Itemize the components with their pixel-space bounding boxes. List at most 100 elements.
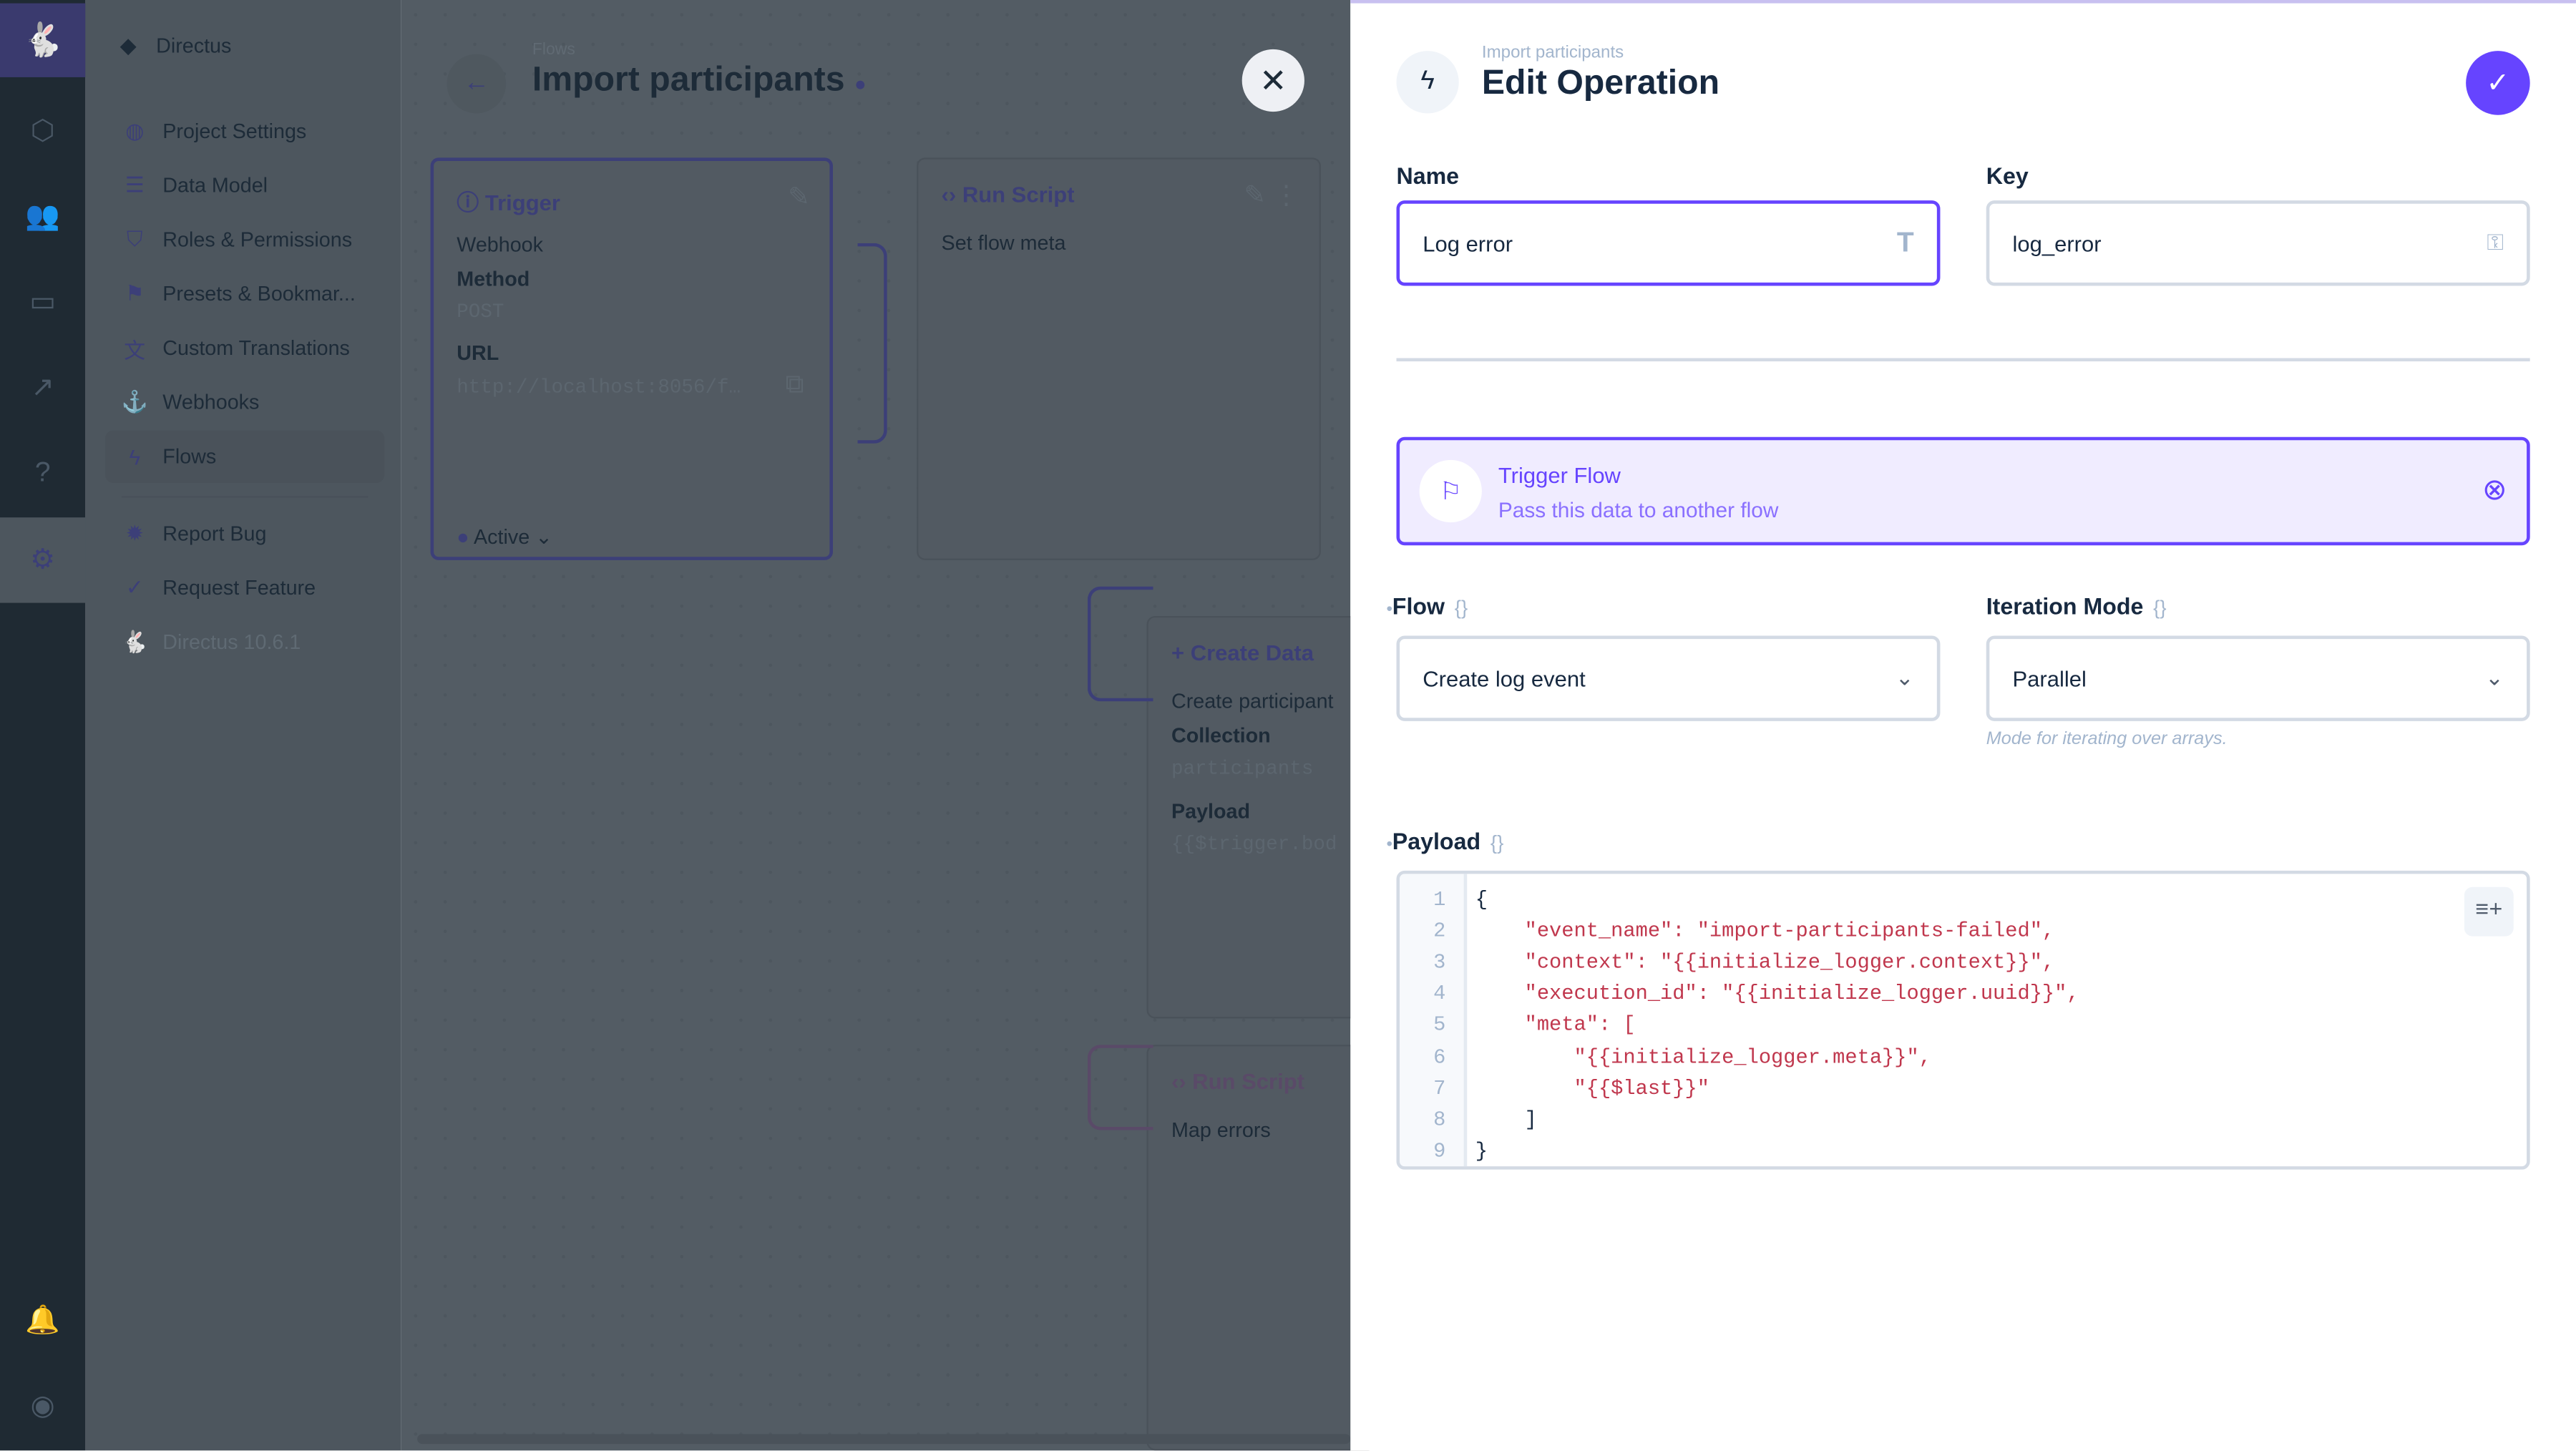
notifications-bell-icon[interactable]: 🔔: [25, 1304, 60, 1336]
page-title: Import participants ●: [532, 61, 867, 100]
url-value: http://localhost:8056/f…: [457, 376, 741, 399]
directus-logo-icon[interactable]: 🐇: [0, 3, 86, 77]
payload-label: •Payload{}: [1386, 828, 1504, 854]
close-button[interactable]: ✕: [1241, 49, 1304, 112]
code-line: 2 "event_name": "import-participants-fai…: [1400, 915, 2527, 947]
iteration-mode-select[interactable]: Parallel⌄: [1986, 635, 2530, 721]
payload-code-editor[interactable]: 1{2 "event_name": "import-participants-f…: [1396, 870, 2530, 1170]
line-number: 6: [1433, 1045, 1446, 1069]
directus-logo-icon: 🐇: [121, 629, 149, 654]
code-text: ]: [1475, 1108, 1537, 1132]
raw-value-icon[interactable]: {}: [1490, 831, 1504, 854]
drawer-title: Edit Operation: [1481, 64, 1720, 102]
iteration-label-text: Iteration Mode: [1986, 592, 2144, 620]
payload-label-text: Payload: [1392, 828, 1481, 854]
trigger-title-text: Trigger: [484, 190, 560, 215]
nav-item-roles-permissions[interactable]: ⛉ Roles & Permissions: [122, 222, 352, 258]
code-line: 9}: [1400, 1136, 2527, 1166]
key-icon: ⚿: [2487, 230, 2504, 255]
run-script-title: ‹› Run Script: [941, 182, 1075, 207]
connector-line: [1087, 1045, 1153, 1130]
nav-item-presets-bookmarks[interactable]: ⚑Presets & Bookmar...: [122, 276, 356, 313]
create-data-title-text: Create Data: [1190, 640, 1314, 665]
code-line: 7 "{{$last}}": [1400, 1073, 2527, 1105]
nav-item-request-feature[interactable]: ✓Request Feature: [122, 570, 316, 607]
trigger-panel[interactable]: ⓘ Trigger ✎ Webhook Method POST URL http…: [430, 157, 834, 560]
users-icon[interactable]: 👥: [25, 200, 60, 232]
iteration-hint: Mode for iterating over arrays.: [1986, 729, 2228, 749]
connector-line: [1087, 586, 1153, 702]
code-line: 8 ]: [1400, 1105, 2527, 1136]
create-data-panel[interactable]: + Create Data Create participant Collect…: [1146, 615, 1377, 1019]
files-folder-icon[interactable]: ▭: [29, 285, 57, 318]
insights-icon[interactable]: ↗: [31, 371, 55, 403]
bug-icon: ✹: [125, 520, 144, 546]
format-code-button[interactable]: ≡+: [2464, 886, 2514, 937]
selected-operation-trigger-flow[interactable]: ⚐ Trigger Flow Pass this data to another…: [1396, 436, 2530, 546]
code-line: 1{: [1400, 884, 2527, 915]
code-line: 3 "context": "{{initialize_logger.contex…: [1400, 947, 2527, 978]
nav-label: Project Settings: [162, 119, 307, 143]
name-value: Log error: [1423, 230, 1513, 256]
trigger-type: Webhook: [457, 233, 544, 257]
settings-gear-icon[interactable]: ⚙: [0, 517, 86, 603]
edit-operation-drawer: ϟ Import participants Edit Operation ✓ N…: [1350, 0, 2576, 1451]
nav-item-project-settings[interactable]: ◍Project Settings: [122, 113, 306, 150]
flow-canvas[interactable]: ← Flows Import participants ● ✕ ⓘ Trigge…: [401, 0, 1377, 1451]
raw-value-icon[interactable]: {}: [2153, 596, 2167, 620]
breadcrumb[interactable]: Flows: [532, 41, 575, 59]
raw-value-icon[interactable]: {}: [1454, 596, 1468, 620]
user-account-icon[interactable]: ◉: [30, 1389, 55, 1421]
flow-value: Create log event: [1423, 665, 1586, 691]
operation-subtitle: Pass this data to another flow: [1498, 497, 1779, 523]
flag-icon: ⚐: [1419, 459, 1482, 523]
status-dropdown[interactable]: ● Active ⌄: [457, 525, 553, 549]
chevron-down-icon: ⌄: [2484, 665, 2504, 690]
nav-label: Webhooks: [162, 391, 260, 414]
nav-item-data-model[interactable]: ☰Data Model: [122, 167, 268, 204]
code-line: 4 "execution_id": "{{initialize_logger.u…: [1400, 978, 2527, 1010]
operation-name: Map errors: [1171, 1118, 1271, 1142]
flow-label-text: Flow: [1392, 592, 1445, 620]
nav-label: Roles & Permissions: [162, 228, 353, 252]
help-icon[interactable]: ?: [34, 456, 51, 488]
line-number: 8: [1433, 1108, 1446, 1132]
drawer-breadcrumb: Import participants: [1481, 42, 1624, 63]
method-label: Method: [457, 268, 530, 291]
nav-label: Custom Translations: [162, 336, 350, 360]
line-number: 5: [1433, 1014, 1446, 1037]
copy-icon[interactable]: ⧉: [785, 371, 804, 399]
trigger-title: ⓘ Trigger: [457, 190, 560, 215]
project-header: ◆Directus: [115, 28, 232, 64]
horizontal-scrollbar[interactable]: [417, 1434, 1351, 1445]
version-info[interactable]: 🐇Directus 10.6.1: [122, 624, 301, 660]
nav-label: Flows: [162, 445, 217, 469]
map-errors-panel[interactable]: ‹› Run Script Map errors: [1146, 1045, 1377, 1451]
payload-label: Payload: [1171, 800, 1251, 824]
nav-item-report-bug[interactable]: ✹Report Bug: [122, 516, 267, 552]
collection-value: participants: [1171, 757, 1314, 781]
nav-label: Data Model: [162, 174, 268, 197]
line-number: 9: [1433, 1140, 1446, 1163]
code-text: }: [1475, 1140, 1488, 1163]
operation-name: Create participant: [1171, 690, 1334, 713]
flow-select[interactable]: Create log event⌄: [1396, 635, 1941, 721]
settings-navigation: ◆Directus ◍Project Settings ☰Data Model …: [85, 0, 401, 1451]
save-check-button[interactable]: ✓: [2466, 51, 2530, 115]
nav-label: Request Feature: [162, 576, 316, 600]
edit-pencil-icon[interactable]: ✎: [788, 184, 810, 212]
bolt-icon: ϟ: [129, 444, 141, 469]
key-label: Key: [1986, 162, 2029, 190]
content-cube-icon[interactable]: ⬡: [30, 114, 55, 147]
nav-item-webhooks[interactable]: ⚓Webhooks: [122, 384, 259, 421]
code-text: {: [1475, 888, 1488, 912]
run-script-panel[interactable]: ‹› Run Script ✎ ⋮ Set flow meta: [917, 157, 1321, 560]
back-button[interactable]: ←: [447, 54, 507, 114]
nav-item-flows[interactable]: ϟ Flows: [122, 439, 216, 475]
key-input[interactable]: log_error⚿: [1986, 200, 2530, 286]
edit-pencil-icon[interactable]: ✎ ⋮: [1244, 182, 1300, 210]
shield-icon: ⛉: [127, 226, 143, 252]
deselect-close-icon[interactable]: ⊗: [2482, 473, 2507, 507]
